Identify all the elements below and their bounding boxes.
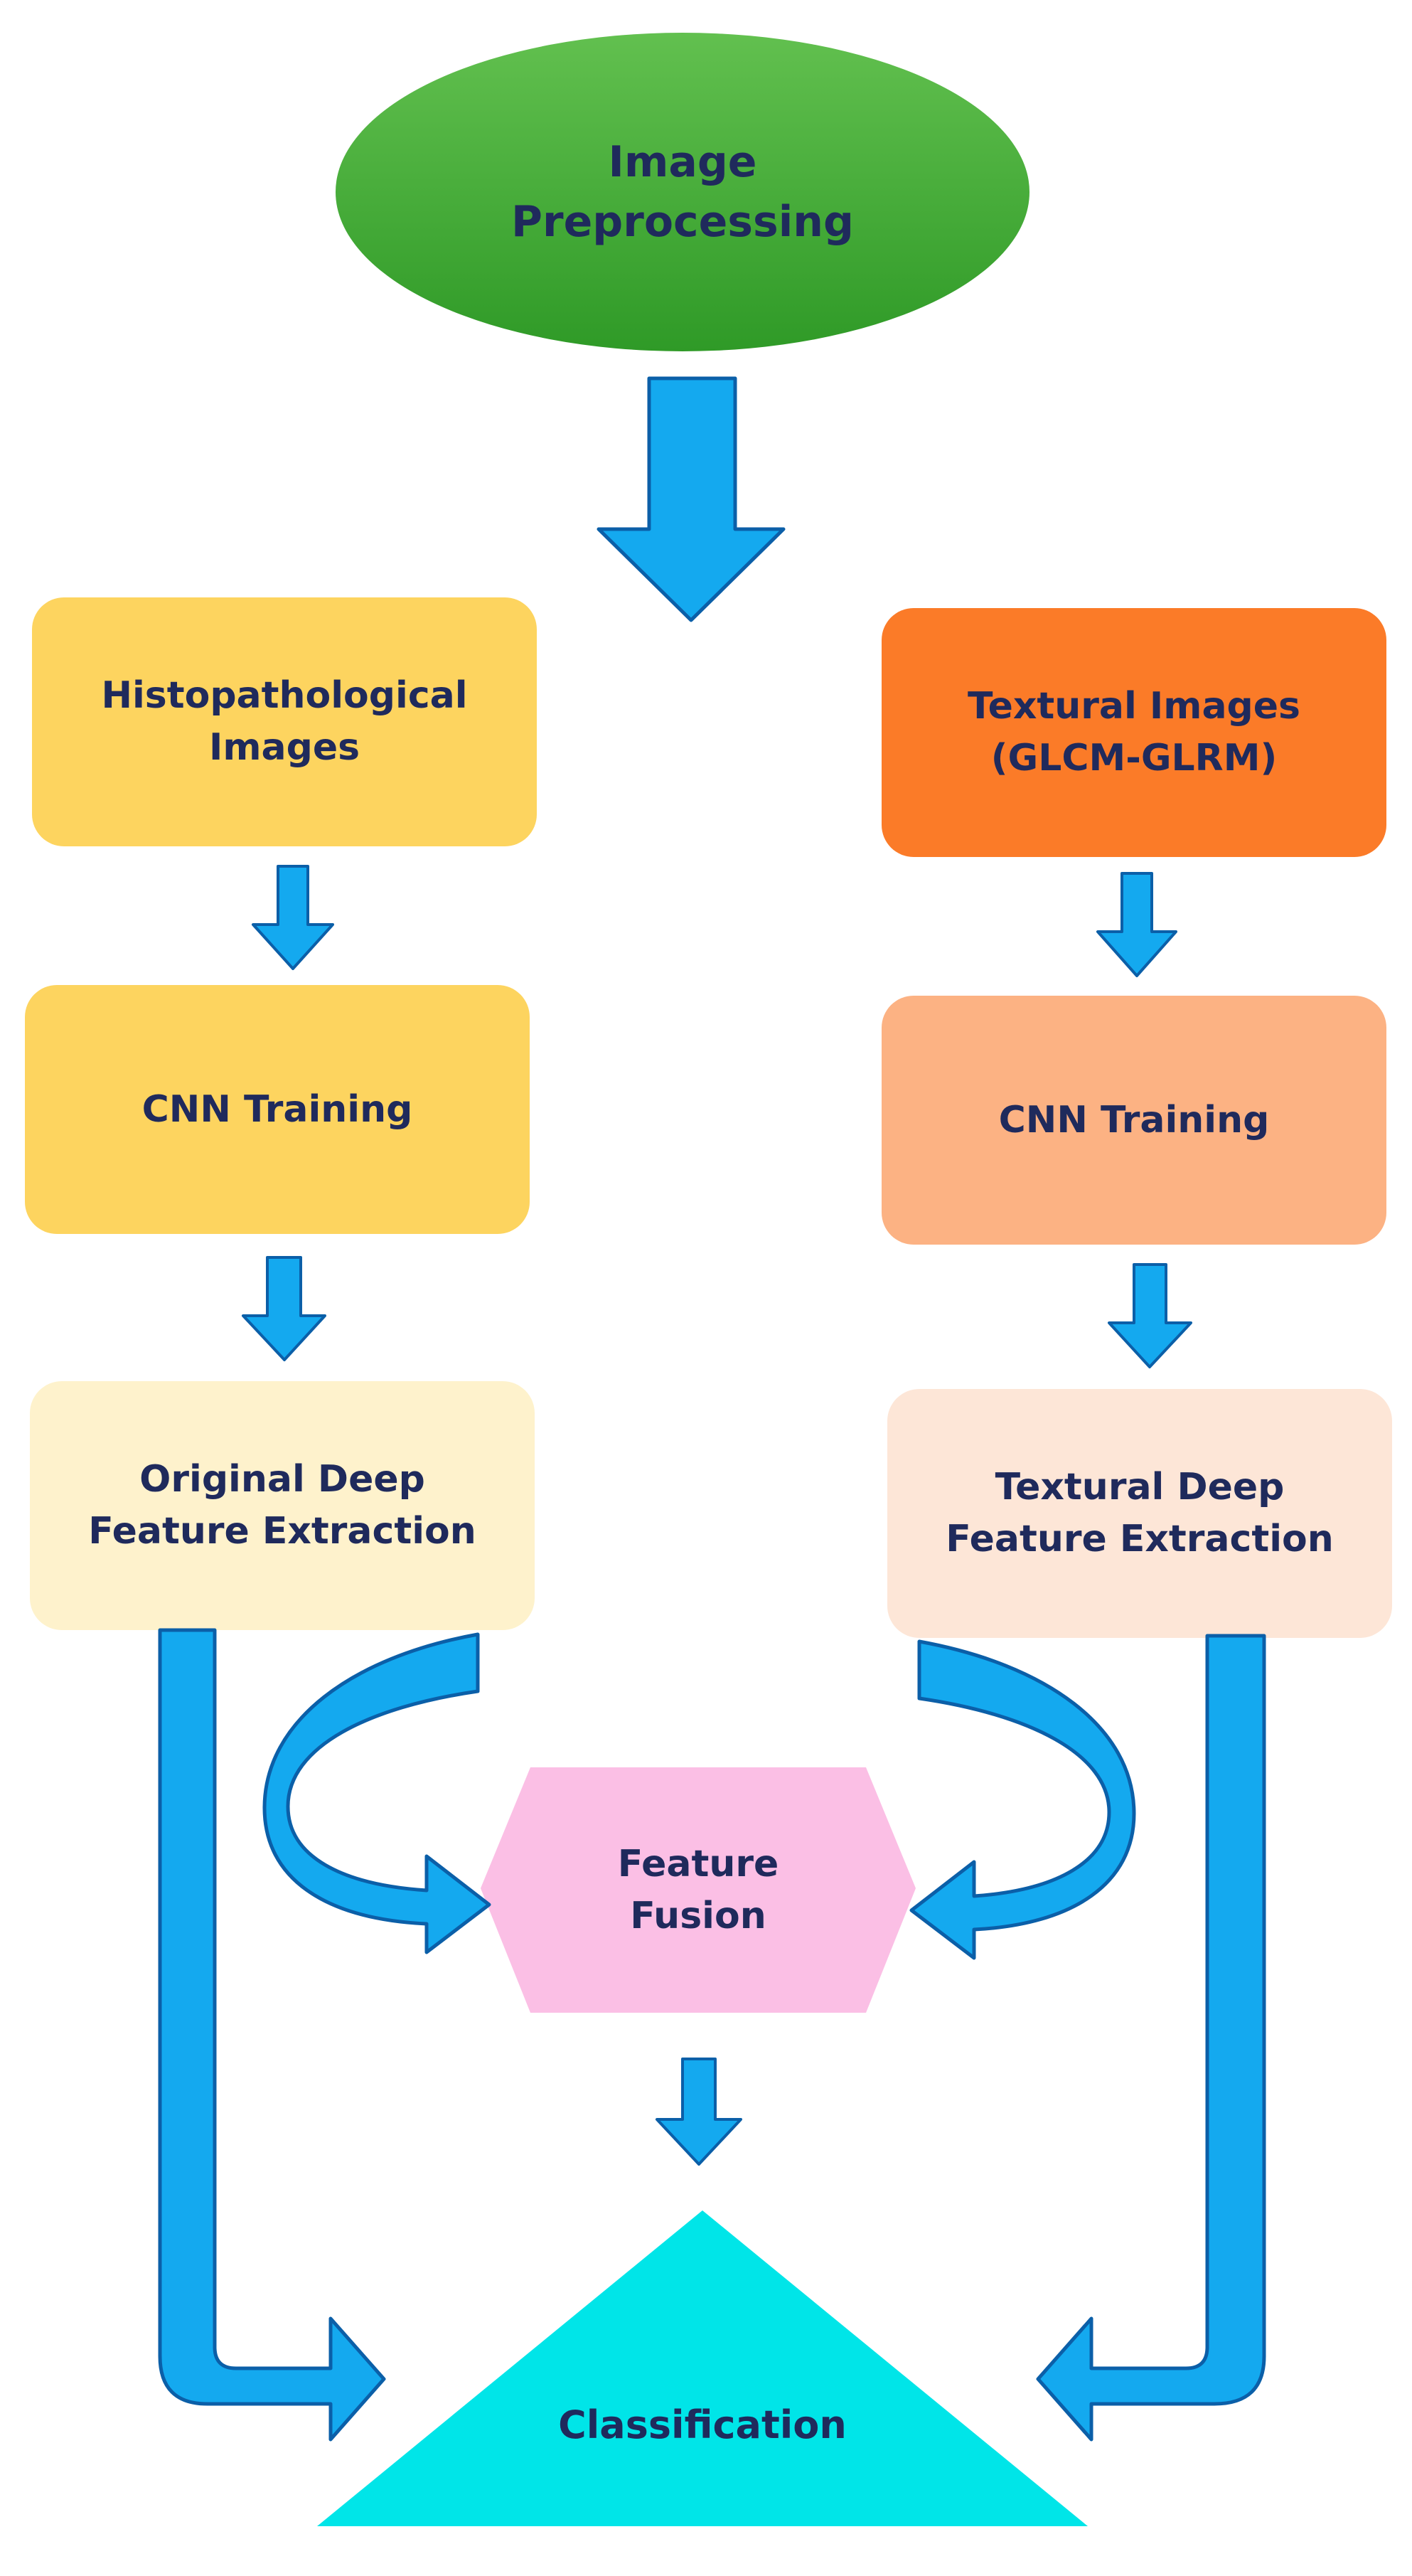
down-arrow-right-2	[1108, 1263, 1192, 1368]
preprocessing-label: Image Preprocessing	[398, 92, 967, 292]
classification-triangle	[317, 2210, 1088, 2526]
original-deep-feature-line2: Feature Extraction	[88, 1510, 476, 1553]
down-arrow-left-1	[252, 865, 334, 970]
classification-label: Classification	[489, 2383, 916, 2468]
cnn-training-left-text: CNN Training	[141, 1087, 413, 1131]
histopathological-images-box	[32, 597, 537, 846]
feature-fusion-line1: Feature	[617, 1842, 779, 1885]
cnn-training-right-label: CNN Training	[882, 996, 1386, 1245]
down-arrow-main	[597, 376, 786, 622]
cnn-training-left-box	[25, 985, 530, 1234]
textural-deep-feature-box	[887, 1389, 1392, 1638]
histopathological-images-label: Histopathological Images	[32, 597, 537, 846]
long-arrow-right	[1036, 1634, 1266, 2442]
textural-images-box	[882, 608, 1386, 857]
original-deep-feature-label: Original Deep Feature Extraction	[30, 1381, 535, 1630]
textural-deep-feature-line1: Textural Deep	[995, 1466, 1285, 1509]
preprocessing-ellipse	[336, 33, 1029, 351]
preprocessing-line1: Image	[608, 137, 757, 187]
textural-deep-feature-label: Textural Deep Feature Extraction	[887, 1389, 1392, 1638]
preprocessing-line2: Preprocessing	[511, 197, 854, 247]
cnn-training-right-text: CNN Training	[998, 1098, 1270, 1141]
textural-images-line1: Textural Images	[968, 685, 1300, 728]
original-deep-feature-line1: Original Deep	[139, 1458, 425, 1501]
feature-fusion-line2: Fusion	[630, 1894, 766, 1937]
textural-deep-feature-line2: Feature Extraction	[946, 1518, 1334, 1560]
feature-fusion-hexagon	[481, 1767, 916, 2013]
textural-images-label: Textural Images (GLCM-GLRM)	[882, 608, 1386, 857]
original-deep-feature-box	[30, 1381, 535, 1630]
down-arrow-right-1	[1096, 872, 1177, 977]
feature-fusion-label: Feature Fusion	[530, 1767, 866, 2013]
textural-images-line2: (GLCM-GLRM)	[990, 737, 1278, 779]
curved-arrow-right	[909, 1639, 1136, 1960]
curved-arrow-left	[262, 1632, 491, 1954]
cnn-training-left-label: CNN Training	[25, 985, 530, 1234]
long-arrow-left	[158, 1628, 386, 2442]
histopathological-line2: Images	[208, 726, 360, 769]
down-arrow-left-2	[242, 1256, 326, 1361]
classification-text: Classification	[558, 2402, 847, 2448]
cnn-training-right-box	[882, 996, 1386, 1245]
histopathological-line1: Histopathological	[101, 674, 468, 718]
down-arrow-fusion	[656, 2058, 742, 2166]
